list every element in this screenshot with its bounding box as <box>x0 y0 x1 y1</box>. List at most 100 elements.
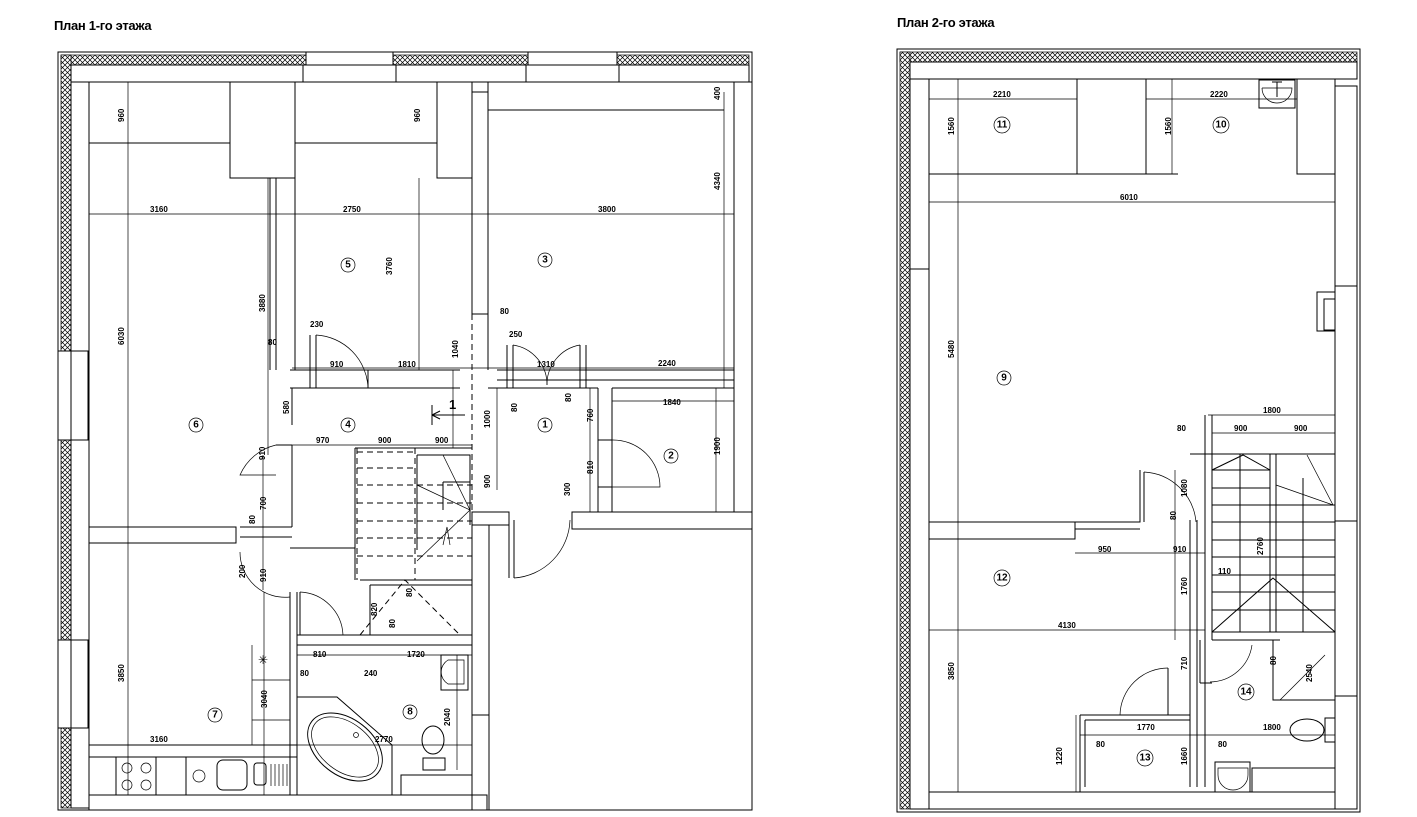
exterior-wall <box>1334 85 1358 287</box>
chimney-niche <box>1323 298 1336 331</box>
dim-label: 6030 <box>117 327 126 345</box>
dim-label: 3760 <box>385 257 394 275</box>
dim-label: 3160 <box>150 735 168 744</box>
dim-label: 6010 <box>1120 193 1138 202</box>
dim-label: 2770 <box>375 735 393 744</box>
radiator <box>270 764 288 786</box>
room-number-5: 5 <box>345 260 351 271</box>
exterior-wall <box>909 268 930 810</box>
dimension-labels: 2210 2220 6010 1800 80 900 900 950 910 1… <box>993 90 1308 749</box>
window <box>527 51 618 66</box>
dim-label: 200 <box>238 564 247 578</box>
plan-1-title: План 1-го этажа <box>54 18 152 33</box>
dim-label: 1810 <box>398 360 416 369</box>
pilaster <box>1296 78 1336 175</box>
window <box>70 350 89 441</box>
dim-label: 910 <box>330 360 344 369</box>
pilaster <box>1076 78 1147 175</box>
door[interactable] <box>239 551 291 598</box>
door[interactable] <box>239 444 277 476</box>
dim-label: 240 <box>364 669 378 678</box>
interior-wall <box>471 524 490 716</box>
dim-label: 110 <box>1218 567 1231 576</box>
sink-basin <box>253 762 267 786</box>
cabinet <box>251 645 290 745</box>
dim-label: 1720 <box>407 650 425 659</box>
dim-label: 2760 <box>1256 537 1265 555</box>
dim-label: 230 <box>310 320 324 329</box>
window <box>70 639 89 729</box>
exterior-wall <box>70 81 90 352</box>
window <box>305 51 394 66</box>
dim-label: 1000 <box>483 410 492 428</box>
corner-bathtub <box>296 696 393 796</box>
dim-label: 1770 <box>1137 723 1155 732</box>
bathroom-sink <box>1214 761 1251 793</box>
insulation-band <box>60 54 72 352</box>
section-label: 1 <box>449 397 456 412</box>
dimension-labels: 3160 2750 3800 230 80 250 80 910 1810 13… <box>150 205 681 744</box>
dim-label: 760 <box>586 408 595 422</box>
interior-wall <box>928 521 1076 540</box>
room-markers: 1 2 3 4 5 6 7 8 <box>188 252 679 723</box>
room-number-9: 9 <box>1001 373 1007 384</box>
door[interactable] <box>598 439 661 488</box>
dimension-line <box>89 82 734 795</box>
window <box>57 350 72 441</box>
dim-label: 910 <box>258 446 267 460</box>
door[interactable] <box>1209 644 1253 683</box>
exterior-wall <box>70 64 304 83</box>
room-number-3: 3 <box>542 255 548 266</box>
dim-label: 1080 <box>1180 479 1189 497</box>
kitchen-stove <box>115 756 157 796</box>
dim-label: 900 <box>483 474 492 488</box>
dim-label: 1760 <box>1180 577 1189 595</box>
dim-label: 1560 <box>947 117 956 135</box>
dim-label: 4340 <box>713 172 722 190</box>
dim-label: 80 <box>510 403 519 412</box>
partition <box>1251 767 1336 793</box>
entrance-door[interactable] <box>508 519 571 579</box>
door[interactable] <box>506 344 587 388</box>
partition <box>400 774 473 796</box>
door[interactable] <box>309 334 369 389</box>
dim-label: 5480 <box>947 340 956 358</box>
exterior-wall <box>1334 285 1358 522</box>
dimension-labels-vertical: 1560 1560 5480 1080 80 2760 1760 3850 71… <box>947 117 1314 765</box>
dim-label: 970 <box>316 436 330 445</box>
dim-label: 3880 <box>258 294 267 312</box>
dim-label: 2750 <box>343 205 361 214</box>
door[interactable] <box>1143 471 1197 523</box>
exterior-wall <box>88 794 488 811</box>
exterior-wall <box>1334 695 1358 810</box>
dim-label: 3850 <box>947 662 956 680</box>
dim-label: 400 <box>713 86 722 100</box>
exterior-wall <box>1334 520 1358 697</box>
dim-label: 80 <box>248 515 257 524</box>
door[interactable] <box>1119 667 1169 716</box>
room-outline <box>929 78 1297 175</box>
dim-label: 900 <box>435 436 449 445</box>
dim-label: 300 <box>563 482 572 496</box>
exterior-wall <box>909 61 1358 80</box>
dimension-line <box>929 79 1335 792</box>
dim-label: 910 <box>259 568 268 582</box>
insulation-band <box>60 439 72 641</box>
asterisk-mark: ✳ <box>258 653 268 667</box>
cabinet <box>155 756 187 796</box>
bathroom-sink <box>1258 79 1296 109</box>
dishwasher-icon <box>192 769 206 783</box>
dim-label: 2210 <box>993 90 1011 99</box>
counter-line <box>89 744 297 758</box>
window-sill <box>525 64 620 83</box>
wall-line <box>1199 640 1212 684</box>
insulation-band <box>616 54 750 66</box>
door[interactable] <box>299 591 344 636</box>
dim-label: 80 <box>1177 424 1186 433</box>
dim-label: 1800 <box>1263 723 1281 732</box>
dim-label: 80 <box>268 338 277 347</box>
dim-label: 1800 <box>1263 406 1281 415</box>
insulation-band <box>60 54 307 66</box>
room-number-11: 11 <box>997 120 1008 131</box>
dim-label: 80 <box>1169 511 1178 520</box>
